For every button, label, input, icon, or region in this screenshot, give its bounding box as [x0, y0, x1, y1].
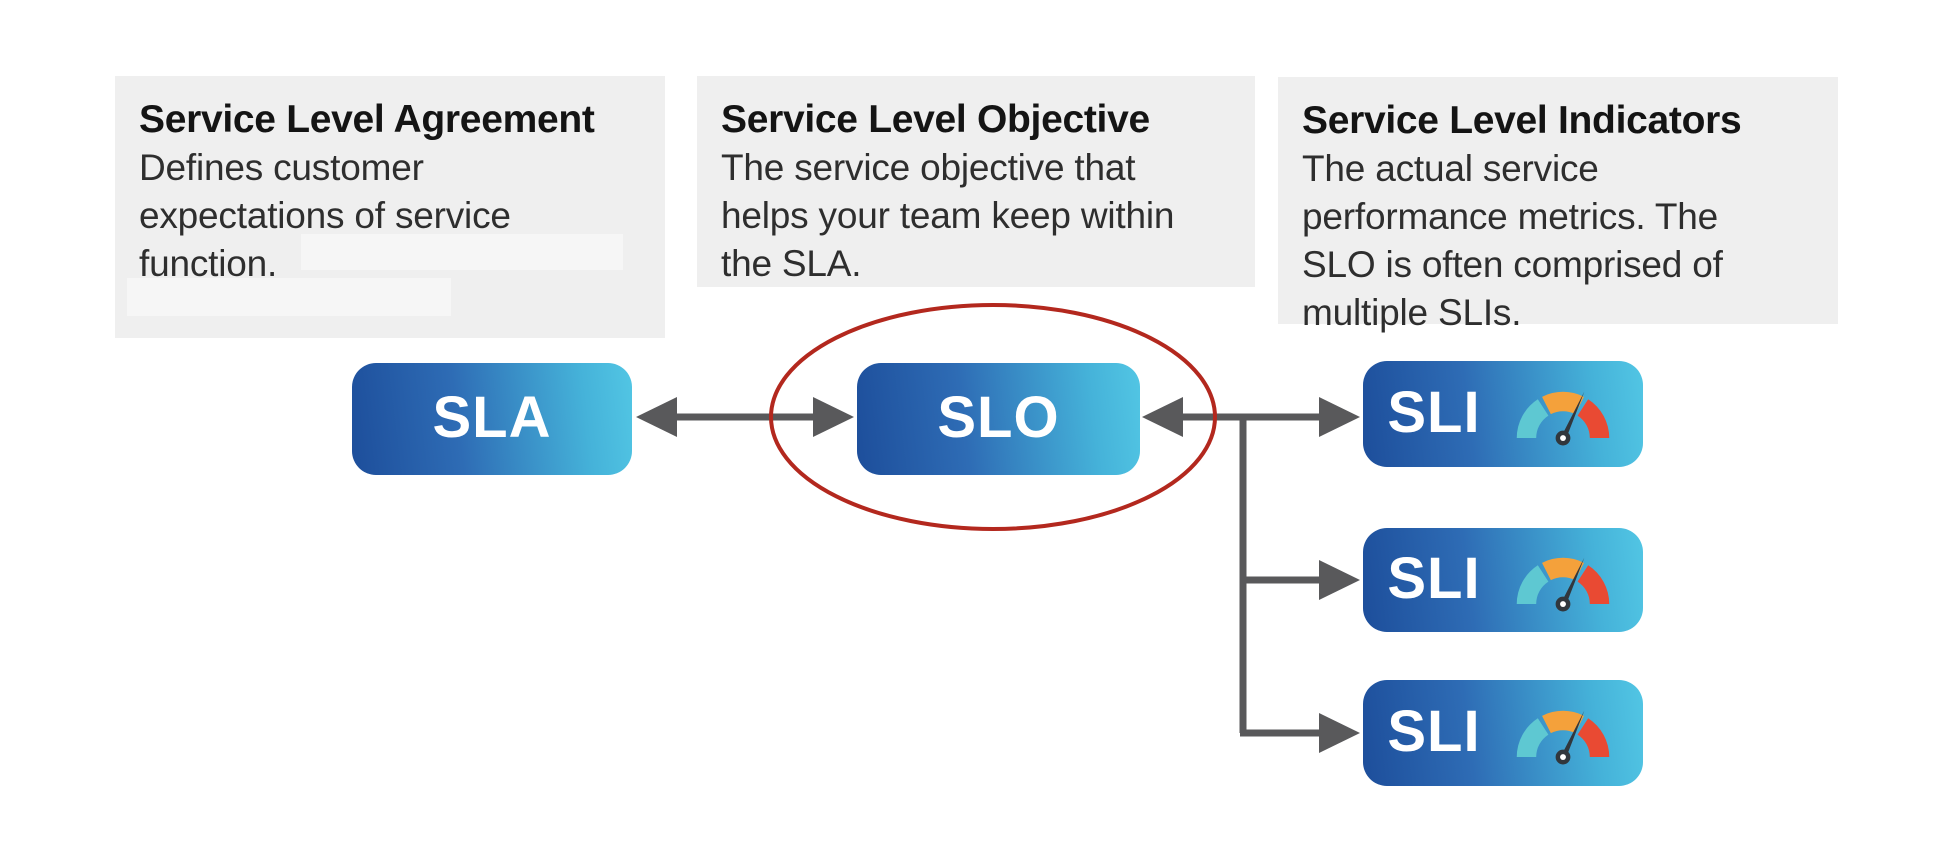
card-service-level-objective: Service Level Objective The service obje… [697, 76, 1255, 287]
card-body-line: performance metrics. The [1302, 196, 1719, 237]
redacted-text-block [127, 278, 451, 316]
arrow-sla-slo [636, 397, 854, 437]
card-service-level-agreement: Service Level Agreement Defines customer… [115, 76, 665, 338]
node-label: SLI [1387, 545, 1481, 611]
card-service-level-indicators: Service Level Indicators The actual serv… [1278, 77, 1838, 333]
gauge-icon [1516, 557, 1609, 612]
node-label: SLI [1387, 698, 1481, 764]
gauge-icon [1516, 710, 1609, 765]
card-body-line: multiple SLIs. [1302, 292, 1522, 333]
node-sli-3: SLI [1363, 680, 1643, 786]
card-body-line: Defines customer [139, 147, 424, 188]
card-body-line: the SLA. [721, 243, 862, 284]
card-body-line: SLO is often comprised of [1302, 244, 1723, 285]
card-body-line: helps your team keep within [721, 195, 1175, 236]
arrow-slo-sli-tree [1142, 397, 1360, 753]
node-slo: SLO [857, 363, 1140, 475]
card-body-line: The actual service [1302, 148, 1599, 189]
card-body-line: function. [139, 243, 278, 284]
redacted-text-block [301, 234, 623, 270]
node-sla: SLA [352, 363, 632, 475]
card-body-line: The service objective that [721, 147, 1136, 188]
card-title: Service Level Indicators [1302, 99, 1742, 142]
node-label: SLA [432, 384, 552, 450]
node-sli-2: SLI [1363, 528, 1643, 632]
node-sli-1: SLI [1363, 361, 1643, 467]
node-label: SLI [1387, 379, 1481, 445]
gauge-icon [1516, 391, 1609, 446]
card-title: Service Level Objective [721, 98, 1150, 141]
card-title: Service Level Agreement [139, 98, 595, 141]
card-body-line: expectations of service [139, 195, 511, 236]
node-label: SLO [937, 384, 1060, 450]
